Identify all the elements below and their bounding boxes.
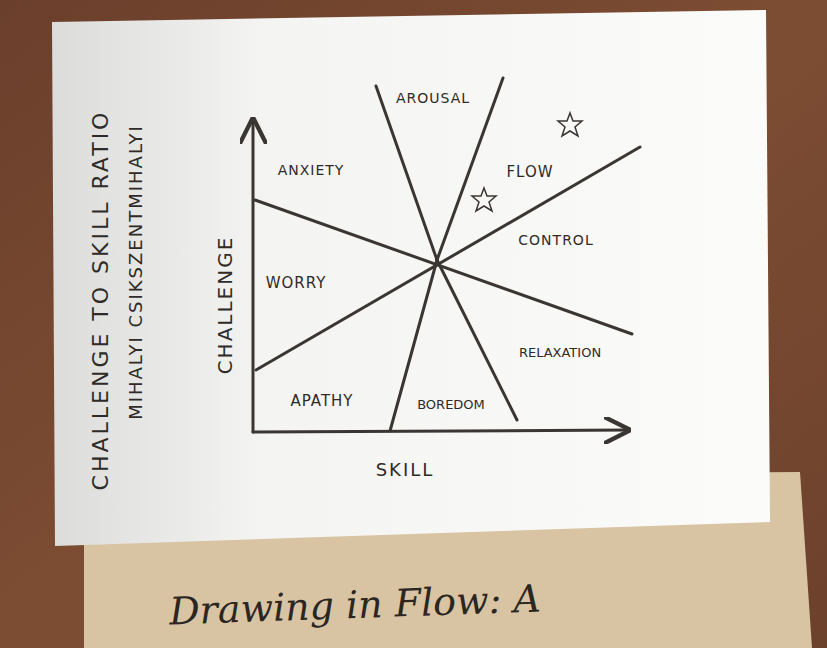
region-label: CONTROL [518, 233, 593, 247]
chart-title: CHALLENGE TO SKILL RATIO [90, 110, 112, 491]
chart-lines [253, 78, 640, 432]
region-label: FLOW [506, 165, 553, 180]
region-label: AROUSAL [396, 91, 470, 105]
axis-label: CHALLENGE [215, 236, 235, 375]
author-name: MIHALYI CSIKSZENTMIHALYI [127, 124, 145, 420]
region-label: BOREDOM [417, 398, 485, 411]
region-label: RELAXATION [519, 346, 601, 359]
white-paper [52, 10, 770, 546]
star-marks [472, 113, 582, 211]
axis-label: SKILL [376, 461, 435, 479]
region-label: WORRY [266, 276, 327, 291]
region-label: APATHY [290, 394, 353, 409]
region-label: ANXIETY [278, 163, 345, 177]
